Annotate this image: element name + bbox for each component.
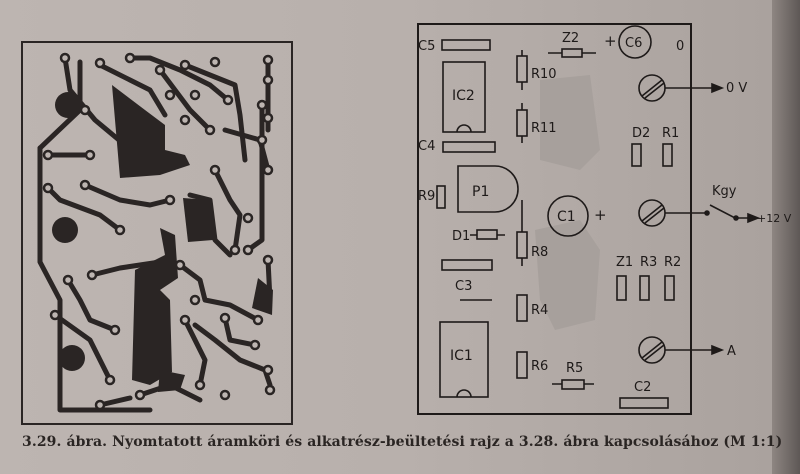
copper-shadow	[535, 75, 600, 330]
label-plus-c1: +	[594, 206, 607, 224]
r11-resistor	[516, 109, 528, 137]
pcb-layout	[21, 41, 293, 425]
label-ic2: IC2	[452, 88, 475, 104]
label-z1: Z1	[616, 255, 633, 270]
label-c5: C5	[418, 39, 435, 54]
d2-diode	[631, 143, 642, 167]
component-layout	[417, 23, 761, 415]
label-z2: Z2	[562, 31, 579, 46]
label-c4: C4	[418, 139, 435, 154]
r5-resistor	[561, 379, 585, 390]
terminal-0v	[638, 74, 666, 102]
terminal-12v	[638, 199, 666, 227]
terminal-a	[638, 336, 666, 364]
label-out-0v: 0 V	[726, 81, 747, 96]
switch-kgy	[665, 204, 755, 219]
label-kgy: Kgy	[712, 184, 737, 199]
d1-diode	[476, 229, 498, 240]
ic1-chip	[439, 321, 489, 398]
label-r10: R10	[531, 67, 557, 82]
c6-capacitor	[618, 25, 652, 59]
r9-resistor	[436, 185, 446, 209]
pcb-tracks	[37, 55, 273, 413]
c4-capacitor	[442, 141, 496, 153]
r2-resistor	[664, 275, 675, 301]
label-plus-12v: +12 V	[757, 212, 792, 225]
label-d1: D1	[452, 229, 470, 244]
z2-diode	[561, 48, 583, 58]
label-d2: D2	[632, 126, 650, 141]
label-c1: C1	[557, 209, 576, 225]
label-r9: R9	[418, 189, 435, 204]
label-c3: C3	[455, 279, 472, 294]
label-ic1: IC1	[450, 348, 473, 364]
label-r6: R6	[531, 359, 548, 374]
pcb-copper-areas	[52, 85, 273, 392]
c5-capacitor	[441, 39, 491, 51]
label-zero: 0	[676, 39, 684, 54]
label-plus-c6: +	[604, 32, 617, 50]
ic1-notch	[456, 389, 472, 398]
page-edge	[772, 0, 800, 474]
r3-resistor	[639, 275, 650, 301]
label-r8: R8	[531, 245, 548, 260]
c3-capacitor	[441, 259, 493, 271]
z1-diode	[616, 275, 627, 301]
c1-capacitor	[547, 195, 589, 237]
label-p1: P1	[472, 184, 489, 200]
board-outline	[417, 23, 692, 415]
label-r5: R5	[566, 361, 583, 376]
label-c2: C2	[634, 380, 651, 395]
r1-resistor	[662, 143, 673, 167]
r10-resistor	[516, 55, 528, 83]
pcb-pads	[42, 52, 276, 411]
r8-resistor	[516, 231, 528, 259]
label-r2: R2	[664, 255, 681, 270]
ic2-notch	[456, 124, 472, 133]
label-r4: R4	[531, 303, 548, 318]
p1-potentiometer	[457, 165, 519, 213]
label-c6: C6	[625, 36, 642, 51]
figure-caption: 3.29. ábra. Nyomtatott áramköri és alkat…	[22, 434, 783, 450]
pcb-outline	[21, 41, 293, 425]
r4-resistor	[516, 294, 528, 322]
ic2-chip	[442, 61, 486, 133]
label-r11: R11	[531, 121, 557, 136]
label-r1: R1	[662, 126, 679, 141]
c2-capacitor	[619, 397, 669, 409]
label-out-a: A	[727, 344, 736, 359]
r6-resistor	[516, 351, 528, 379]
component-labels: C5 Z2 + C6 0 R10 IC2 0 V D2 R1 R11 C4 P1…	[418, 31, 792, 395]
label-r3: R3	[640, 255, 657, 270]
